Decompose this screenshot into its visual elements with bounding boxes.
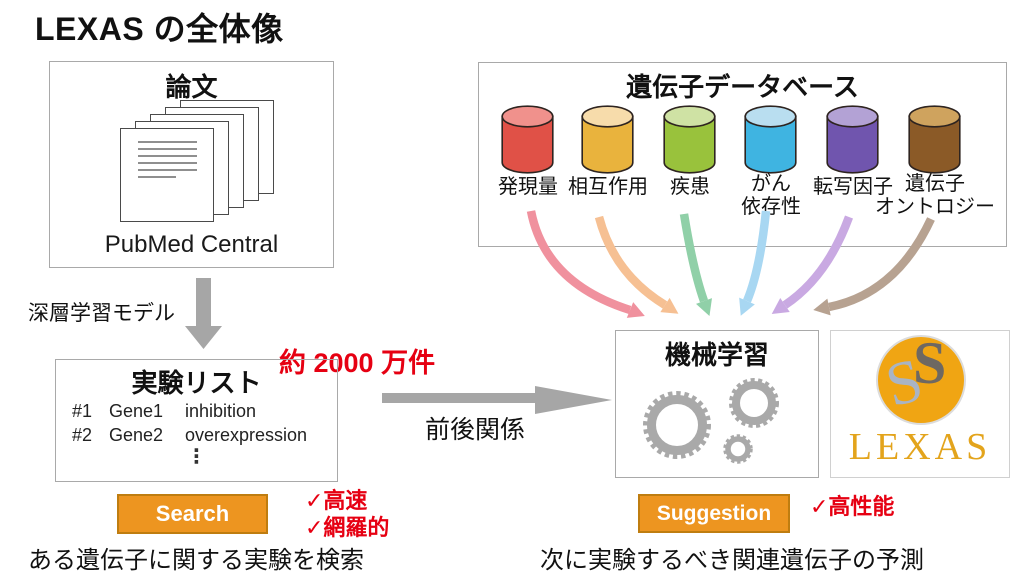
papers-box: 論文 PubMed Central xyxy=(49,61,334,268)
machine-learning-title: 機械学習 xyxy=(664,340,769,370)
check-comprehensive: ✓網羅的 xyxy=(305,515,390,540)
papers-box-title: 論文 xyxy=(165,72,218,102)
database-cylinder-icon xyxy=(581,105,634,174)
gene-database-box: 遺伝子データベース 発現量 相互作用 疾患 がん 依存性 転写因子 xyxy=(478,62,1007,247)
check-fast: ✓高速 xyxy=(305,488,368,513)
suggestion-button[interactable]: Suggestion xyxy=(638,494,790,533)
machine-learning-box: 機械学習 xyxy=(615,330,819,478)
pubmed-central-label: PubMed Central xyxy=(104,231,279,258)
db-label-expression: 発現量 xyxy=(498,176,558,198)
suggestion-benefits: ✓高性能 xyxy=(810,493,894,520)
ellipsis: ⋮ xyxy=(186,446,207,468)
database-cylinder-icon xyxy=(501,105,554,174)
logo-s-front: S xyxy=(913,335,947,396)
lexas-logo-box: S S LEXAS xyxy=(830,330,1010,478)
paper-sheet-front xyxy=(120,128,214,222)
search-benefits: ✓高速 ✓網羅的 xyxy=(305,487,389,541)
paper-text-lines xyxy=(138,141,197,183)
lexas-logo-icon: S S xyxy=(876,335,966,425)
experiment-list-box: 実験リスト #1 Gene1 inhibition #2 Gene2 overe… xyxy=(55,359,338,482)
db-label-transcription-factor: 転写因子 xyxy=(813,176,893,198)
db-label-disease: 疾患 xyxy=(670,176,710,198)
database-cylinder-icon xyxy=(826,105,879,174)
experiment-row: #1 Gene1 inhibition xyxy=(72,401,257,421)
experiment-row: #2 Gene2 overexpression xyxy=(72,425,308,445)
search-button[interactable]: Search xyxy=(117,494,268,534)
db-label-gene-ontology: 遺伝子 オントロジー xyxy=(875,173,995,218)
database-cylinder-icon xyxy=(744,105,797,174)
database-cylinder-icon xyxy=(908,105,961,174)
check-high-performance: ✓高性能 xyxy=(810,494,895,519)
papers-stack-icon xyxy=(120,100,305,225)
record-count-label: 約 2000 万件 xyxy=(279,348,436,378)
context-relation-label: 前後関係 xyxy=(425,416,526,444)
db-label-interaction: 相互作用 xyxy=(568,176,648,198)
down-arrow xyxy=(185,278,222,349)
experiment-list-title: 実験リスト xyxy=(131,368,262,398)
deep-learning-model-label: 深層学習モデル xyxy=(28,302,175,325)
experiment-list: #1 Gene1 inhibition #2 Gene2 overexpress… xyxy=(72,399,307,447)
page-title: LEXAS の全体像 xyxy=(35,11,284,47)
gene-database-title: 遺伝子データベース xyxy=(626,72,859,102)
search-caption: ある遺伝子に関する実験を検索 xyxy=(28,547,364,574)
lexas-wordmark: LEXAS xyxy=(848,426,992,468)
suggestion-caption: 次に実験するべき関連遺伝子の予測 xyxy=(540,547,924,574)
database-cylinder-icon xyxy=(663,105,716,174)
gears-icon xyxy=(643,378,779,464)
